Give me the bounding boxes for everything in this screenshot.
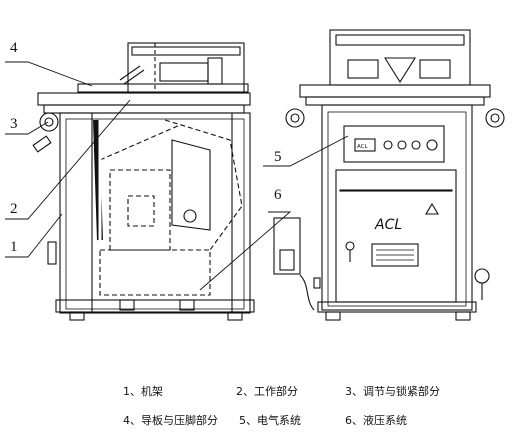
table-top-front — [299, 84, 491, 98]
cylinder — [171, 139, 211, 231]
legend-item-hydraulic: 6、液压系统 — [345, 414, 407, 427]
oil-tank — [99, 249, 211, 296]
leader-5 — [263, 135, 349, 167]
table-rim — [43, 104, 245, 114]
head-top — [335, 34, 465, 46]
front-frame-inner — [327, 111, 467, 307]
frame-body — [59, 112, 251, 314]
legend-item-frame: 1、机架 — [123, 385, 163, 398]
cylinder-pin — [183, 209, 197, 223]
foot-switch-box — [273, 217, 301, 275]
foot — [227, 311, 243, 321]
v-cutter — [384, 57, 416, 84]
button-3 — [411, 140, 421, 150]
presser-block — [127, 42, 245, 94]
leader-4 — [5, 61, 93, 87]
door-line — [339, 189, 453, 192]
foot-switch — [279, 249, 295, 271]
motor — [109, 169, 171, 251]
callout-6: 6 — [274, 187, 282, 203]
panel-switch — [354, 138, 376, 152]
front-frame — [321, 104, 473, 311]
handwheel-hub — [290, 113, 300, 123]
callout-1: 1 — [10, 239, 18, 255]
handwheel-left — [285, 108, 305, 128]
leader-2 — [5, 99, 131, 220]
button-2 — [397, 140, 407, 150]
hydraulic-line — [164, 119, 243, 251]
pressure-gauge — [474, 268, 490, 284]
frame-base — [55, 299, 255, 313]
electric-panel — [343, 125, 445, 163]
foot — [119, 299, 135, 311]
foot — [455, 311, 471, 321]
leader-lines — [5, 61, 349, 291]
lock-lever — [32, 135, 52, 153]
presser-top-plate — [131, 46, 241, 56]
handwheel-hub — [44, 117, 54, 127]
guide-plate — [159, 62, 209, 82]
handwheel — [39, 112, 59, 132]
front-view — [273, 29, 505, 321]
callout-2: 2 — [10, 201, 18, 217]
front-base — [317, 301, 477, 313]
lever — [119, 65, 141, 81]
legend-item-working-part: 2、工作部分 — [236, 385, 298, 398]
button-1 — [383, 140, 393, 150]
work-table — [77, 83, 249, 93]
switch-label: ACL — [357, 144, 369, 150]
warning-icon — [425, 202, 439, 215]
hydraulic-system — [99, 119, 243, 296]
pump — [127, 195, 155, 227]
cable — [299, 274, 315, 311]
foot — [325, 311, 341, 321]
table-rim-front — [305, 96, 485, 106]
leader-1 — [5, 213, 63, 258]
legend-item-adjust-lock: 3、调节与锁紧部分 — [345, 385, 440, 398]
cabinet-logo: ACL — [374, 217, 402, 233]
hydraulic-line-2 — [99, 124, 181, 161]
frame-inner — [65, 118, 245, 310]
leader-6 — [199, 211, 292, 291]
legend-item-guide-presser: 4、导板与压脚部分 — [123, 414, 218, 427]
cutter-right — [419, 59, 451, 79]
callout-5: 5 — [274, 149, 282, 165]
foot — [179, 299, 195, 311]
nameplate — [371, 243, 419, 267]
callout-3: 3 — [10, 116, 18, 132]
guide-clamp — [207, 57, 223, 85]
callout-4: 4 — [10, 40, 18, 56]
side-view — [32, 42, 255, 321]
side-handle — [47, 241, 57, 265]
connector — [313, 277, 321, 289]
handwheel-hub — [490, 113, 500, 123]
cutter-left — [347, 59, 379, 79]
leader-3 — [5, 121, 49, 135]
handwheel-right — [485, 108, 505, 128]
foot — [69, 311, 85, 321]
emergency-button — [426, 139, 438, 151]
table-top — [37, 92, 251, 106]
lever-2 — [123, 69, 145, 85]
legend-item-electric: 5、电气系统 — [239, 414, 301, 427]
door-lock — [345, 241, 355, 251]
